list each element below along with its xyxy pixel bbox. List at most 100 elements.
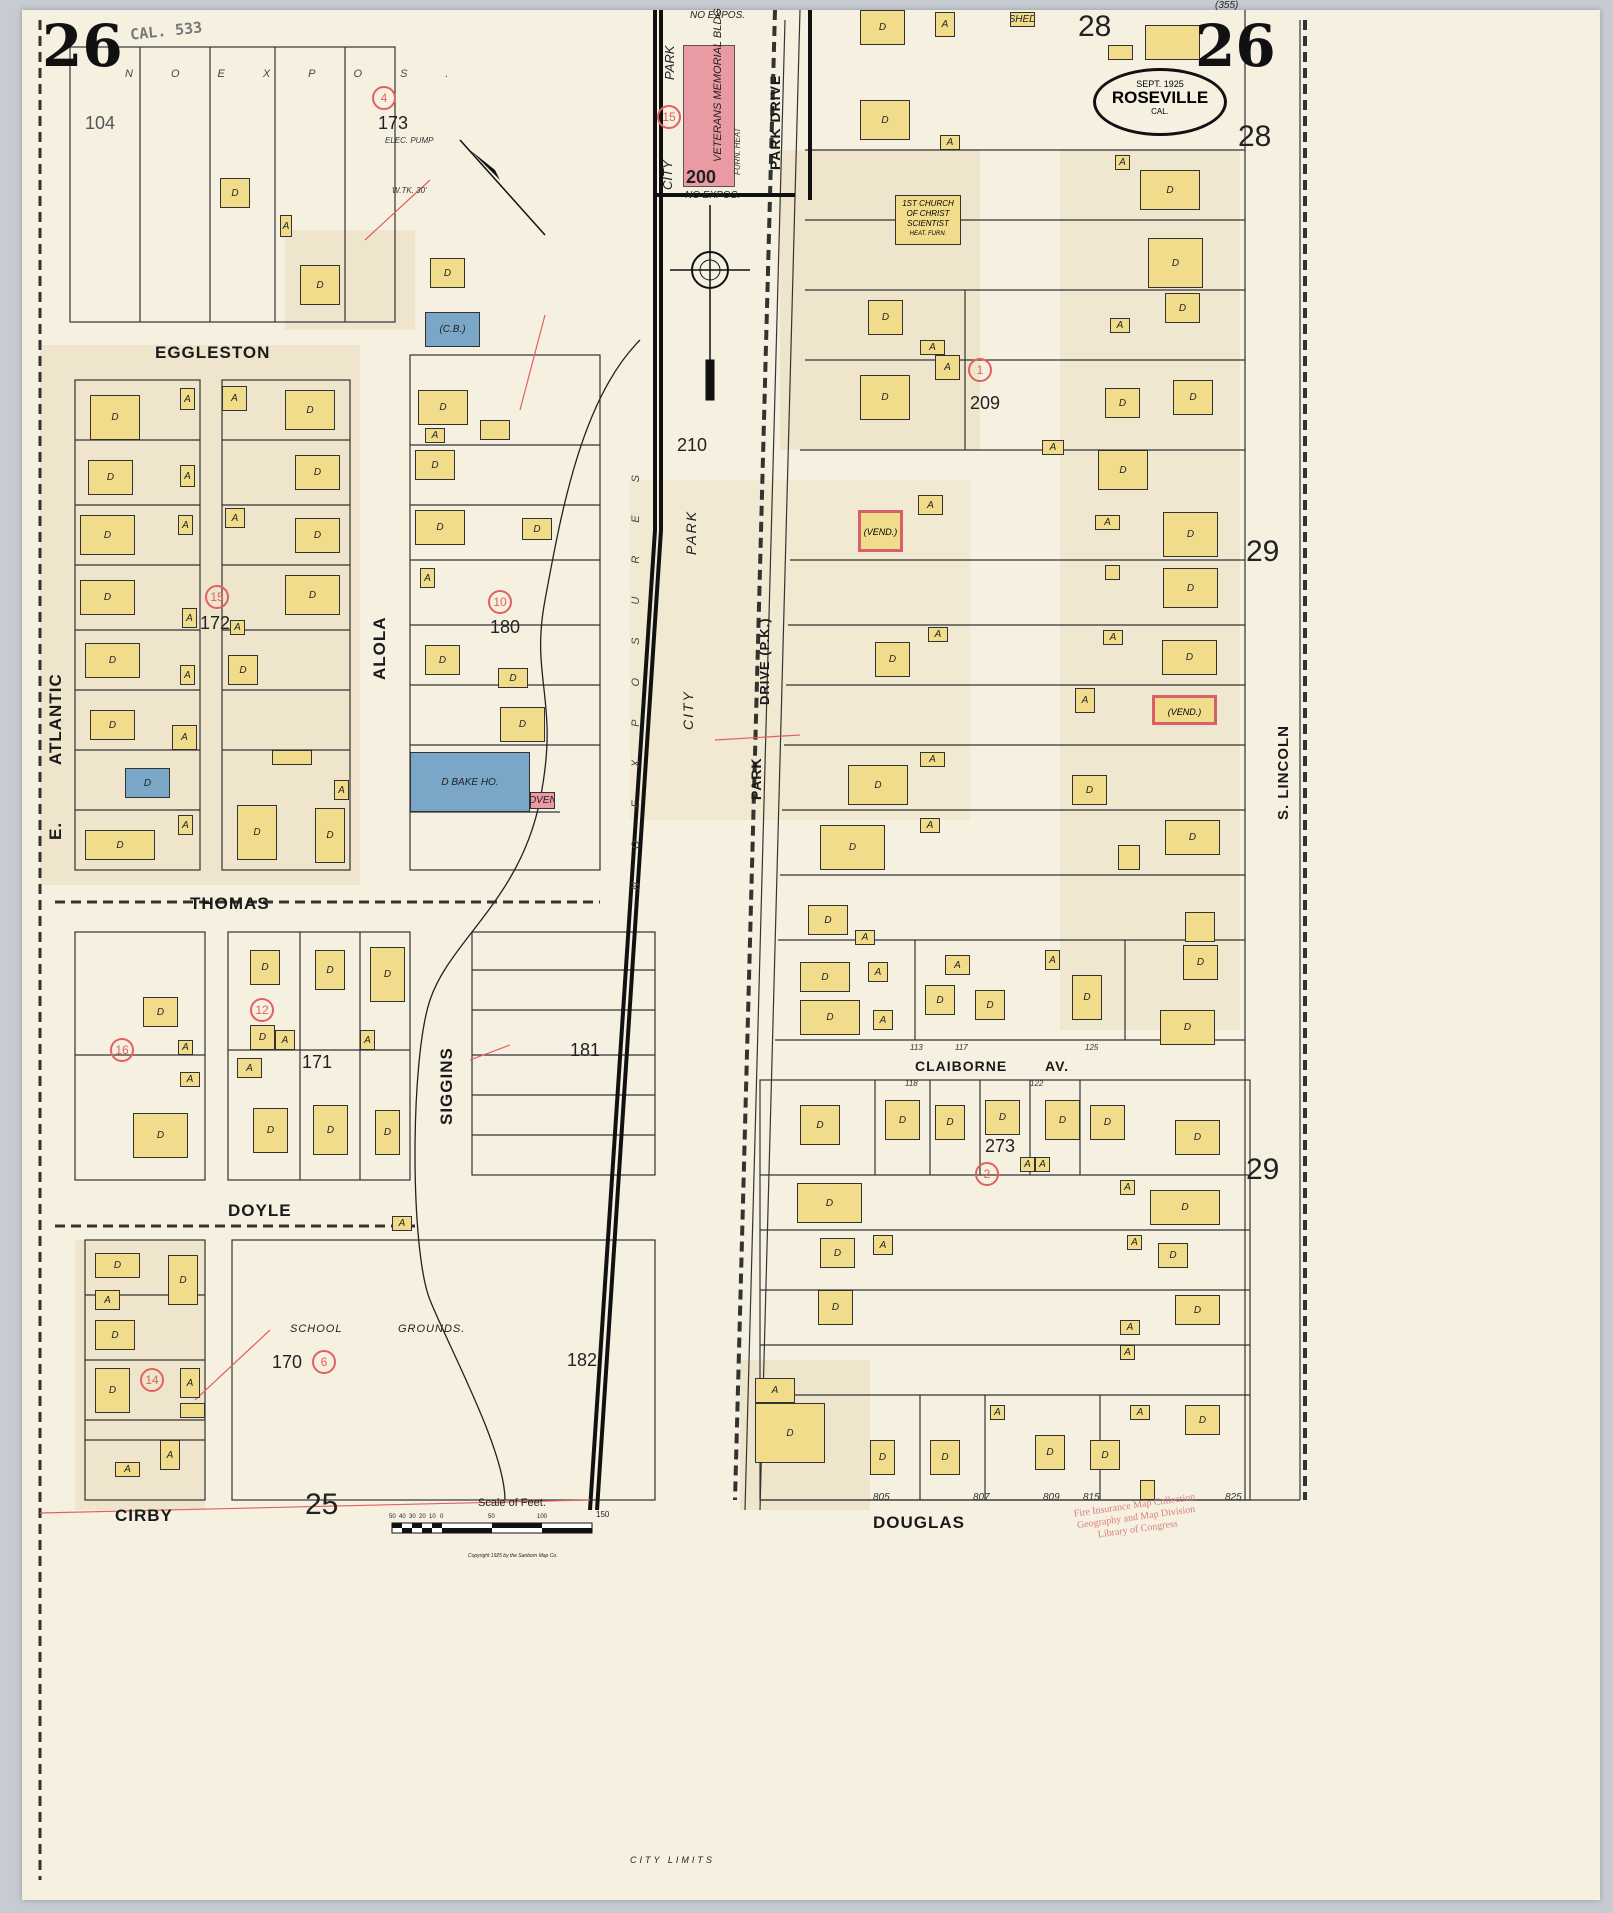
sheet-number: 26 <box>42 12 123 80</box>
dwelling-building: D <box>800 962 850 992</box>
church-label-line1: 1ST CHURCH <box>902 199 954 208</box>
address-number: 117 <box>955 1043 968 1052</box>
block-number: 210 <box>677 435 708 455</box>
vend-label: (VEND.) <box>863 527 898 537</box>
address-number: 815 <box>1083 1492 1100 1503</box>
scale-title: Scale of Feet. <box>478 1497 546 1509</box>
garage-building: A <box>1115 155 1130 170</box>
dwelling-building: D <box>975 990 1005 1020</box>
scale-tick: 20 <box>419 1514 426 1520</box>
dwelling-building: D <box>90 710 135 740</box>
dwelling-building: D <box>930 1440 960 1475</box>
red-annotation: 15 <box>205 585 229 609</box>
garage-building: A <box>1103 630 1123 645</box>
dwelling-building: D <box>253 1108 288 1153</box>
dwelling-building: D <box>80 515 135 555</box>
dwelling-building: D <box>88 460 133 495</box>
no-exposures-side: NOEXPOSURES <box>630 442 642 890</box>
garage-building: A <box>855 930 875 945</box>
dwelling-building: D <box>95 1253 140 1278</box>
correction-slip <box>630 480 970 820</box>
dwelling-building: D <box>498 668 528 688</box>
adjoining-sheet: 25 <box>305 1488 339 1521</box>
church-label-line3: SCIENTIST <box>907 219 949 228</box>
title-date: SEPT. 1925 <box>1136 79 1184 89</box>
street-eggleston: EGGLESTON <box>155 343 271 362</box>
garage-building: A <box>392 1216 412 1231</box>
dwelling-building: D <box>885 1100 920 1140</box>
block-number: 200 <box>686 167 717 187</box>
block-number: 171 <box>302 1052 333 1072</box>
garage-building: A <box>1035 1157 1050 1172</box>
veterans-memorial-building <box>683 45 735 187</box>
garage-building: A <box>935 355 960 380</box>
garage-building: A <box>230 620 245 635</box>
street-atlantic: ATLANTIC <box>46 673 65 765</box>
building <box>480 420 510 440</box>
adjoining-sheet: 28 <box>1238 120 1272 153</box>
garage-building: A <box>180 388 195 410</box>
garage-building: A <box>334 780 349 800</box>
dwelling-building: D <box>870 1440 895 1475</box>
dwelling-building: D <box>125 768 170 798</box>
scale-tick: 40 <box>399 1514 406 1520</box>
garage-building: A <box>1110 318 1130 333</box>
garage-building: A <box>928 627 948 642</box>
dwelling-building: D <box>415 450 455 480</box>
garage-building: A <box>95 1290 120 1310</box>
block-number: 181 <box>570 1040 601 1060</box>
garage-building: A <box>178 1040 193 1055</box>
dwelling-building: D <box>1163 568 1218 608</box>
garage-building: A <box>920 752 945 767</box>
garage-building: A <box>990 1405 1005 1420</box>
garage-building: A <box>360 1030 375 1050</box>
dwelling-building: D <box>800 1105 840 1145</box>
scale-bar <box>391 1522 593 1534</box>
dwelling-building: D <box>95 1320 135 1350</box>
dwelling-building: D <box>500 707 545 742</box>
dwelling-building: D <box>1183 945 1218 980</box>
garage-building: A <box>873 1235 893 1255</box>
dwelling-building: D <box>1098 450 1148 490</box>
address-number: 118 <box>905 1079 918 1088</box>
dwelling-building: D <box>925 985 955 1015</box>
dwelling-building: D <box>818 1290 853 1325</box>
dwelling-building: D <box>860 10 905 45</box>
dwelling-building: D <box>1090 1440 1120 1470</box>
garage-building: A <box>182 608 197 628</box>
dwelling-building: D <box>875 642 910 677</box>
dwelling-building: D <box>220 178 250 208</box>
adjoining-sheet: 29 <box>1246 535 1280 568</box>
red-annotation: 1 <box>968 358 992 382</box>
dwelling-building: D <box>90 395 140 440</box>
dwelling-building: D <box>430 258 465 288</box>
dwelling-building: D <box>95 1368 130 1413</box>
park-no-exposures-bottom: NO EXPOS. <box>685 190 741 201</box>
scale-tick: 50 <box>488 1514 495 1520</box>
dwelling-building: D <box>860 375 910 420</box>
dwelling-building: D <box>168 1255 198 1305</box>
dwelling-building: D <box>370 947 405 1002</box>
red-annotation: 4 <box>372 86 396 110</box>
block-number: 182 <box>567 1350 598 1370</box>
adjoining-sheet: 29 <box>1246 1153 1280 1186</box>
garage-building: A <box>1130 1405 1150 1420</box>
address-number: 122 <box>1030 1079 1044 1088</box>
school-label: SCHOOL <box>290 1323 343 1335</box>
dwelling-building: D <box>285 390 335 430</box>
garage-building: A <box>920 818 940 833</box>
building: OVEN <box>530 792 555 809</box>
garage-building: A <box>1127 1235 1142 1250</box>
street-s-lincoln: S. LINCOLN <box>1275 725 1292 820</box>
address-number: 809 <box>1043 1492 1060 1503</box>
dwelling-building: D <box>300 265 340 305</box>
street-claiborne-suffix: AV. <box>1045 1058 1070 1074</box>
dwelling-building: D <box>313 1105 348 1155</box>
scale-tick: 0 <box>440 1514 444 1520</box>
building <box>1185 912 1215 942</box>
dwelling-building: D <box>1090 1105 1125 1140</box>
street-doyle: DOYLE <box>228 1201 292 1220</box>
dwelling-building: D <box>1140 170 1200 210</box>
dwelling-building: D <box>820 825 885 870</box>
